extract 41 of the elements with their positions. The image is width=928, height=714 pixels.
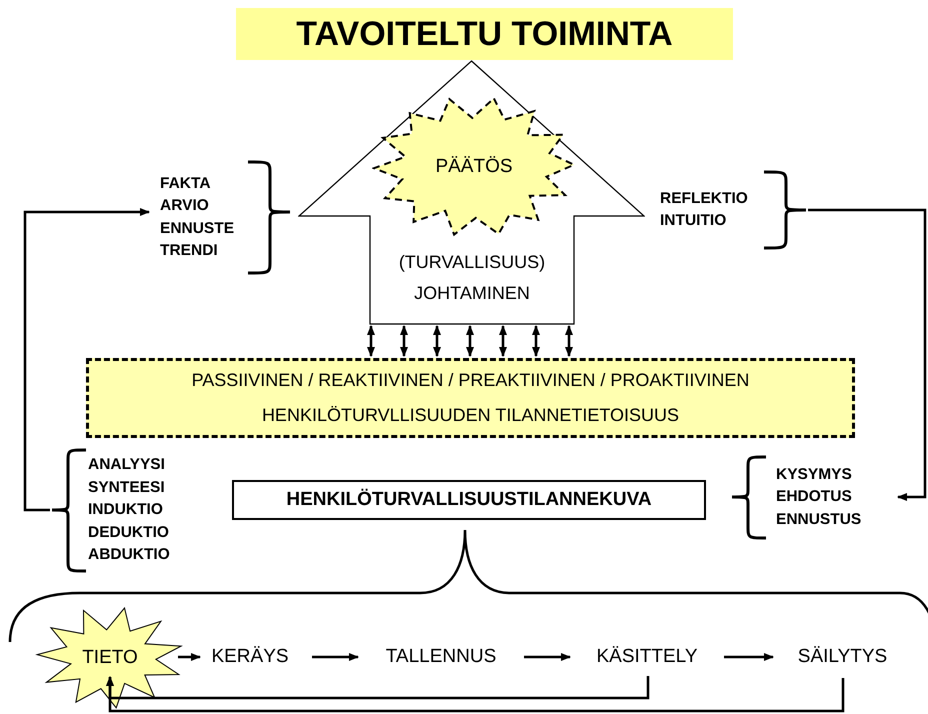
arrow [724,653,774,661]
arrow [532,325,540,357]
list-item: INTUITIO [660,211,726,231]
list-item: ANALYYSI [88,455,165,476]
arrow [808,208,926,501]
arrow [565,325,573,357]
shape-label: PÄÄTÖS [435,154,513,178]
list-item: TRENDI [160,240,218,261]
arrow [178,653,201,661]
list-item: ENNUSTE [160,218,234,238]
arrow [24,208,150,512]
text-box [232,480,706,520]
arrow [466,325,474,357]
list-item: ABDUKTIO [88,545,170,566]
list-item: SYNTEESI [88,478,165,498]
list-item: INDUKTIO [88,500,163,520]
list-item: ARVIO [160,196,209,216]
shape-label: (TURVALLISUUS) JOHTAMINEN [398,251,546,305]
arrow [400,325,408,357]
arrow [367,325,375,357]
title: TAVOITELTU TOIMINTA [236,8,733,60]
list-item: FAKTA [160,174,211,194]
node-label: PASSIIVINEN / REAKTIIVINEN / PREAKTIIVINEN / PROAKTIIVINEN [192,368,750,392]
dashed-box [86,358,855,438]
arrow [106,676,844,712]
node-label: SÄILYTYS [798,645,888,669]
list-item: REFLEKTIO [660,188,748,209]
arrow [433,325,441,357]
list-item: EHDOTUS [776,487,852,508]
node-label: TALLENNUS [386,645,496,669]
list-item: DEDUKTIO [88,522,169,543]
node-label: HENKILÖTURVALLISUUSTILANNEKUVA [286,488,652,512]
node-label: HENKILÖTURVLLISUUDEN TILANNETIETOISUUS [262,404,680,427]
list-item: ENNUSTUS [776,510,862,530]
node-label: KÄSITTELY [596,645,698,669]
arrow [499,325,507,357]
node-label: KERÄYS [211,645,289,669]
arrow [524,653,571,661]
list-item: KYSYMYS [776,464,852,485]
arrow [312,653,359,661]
shape-label: TIETO [82,646,138,670]
